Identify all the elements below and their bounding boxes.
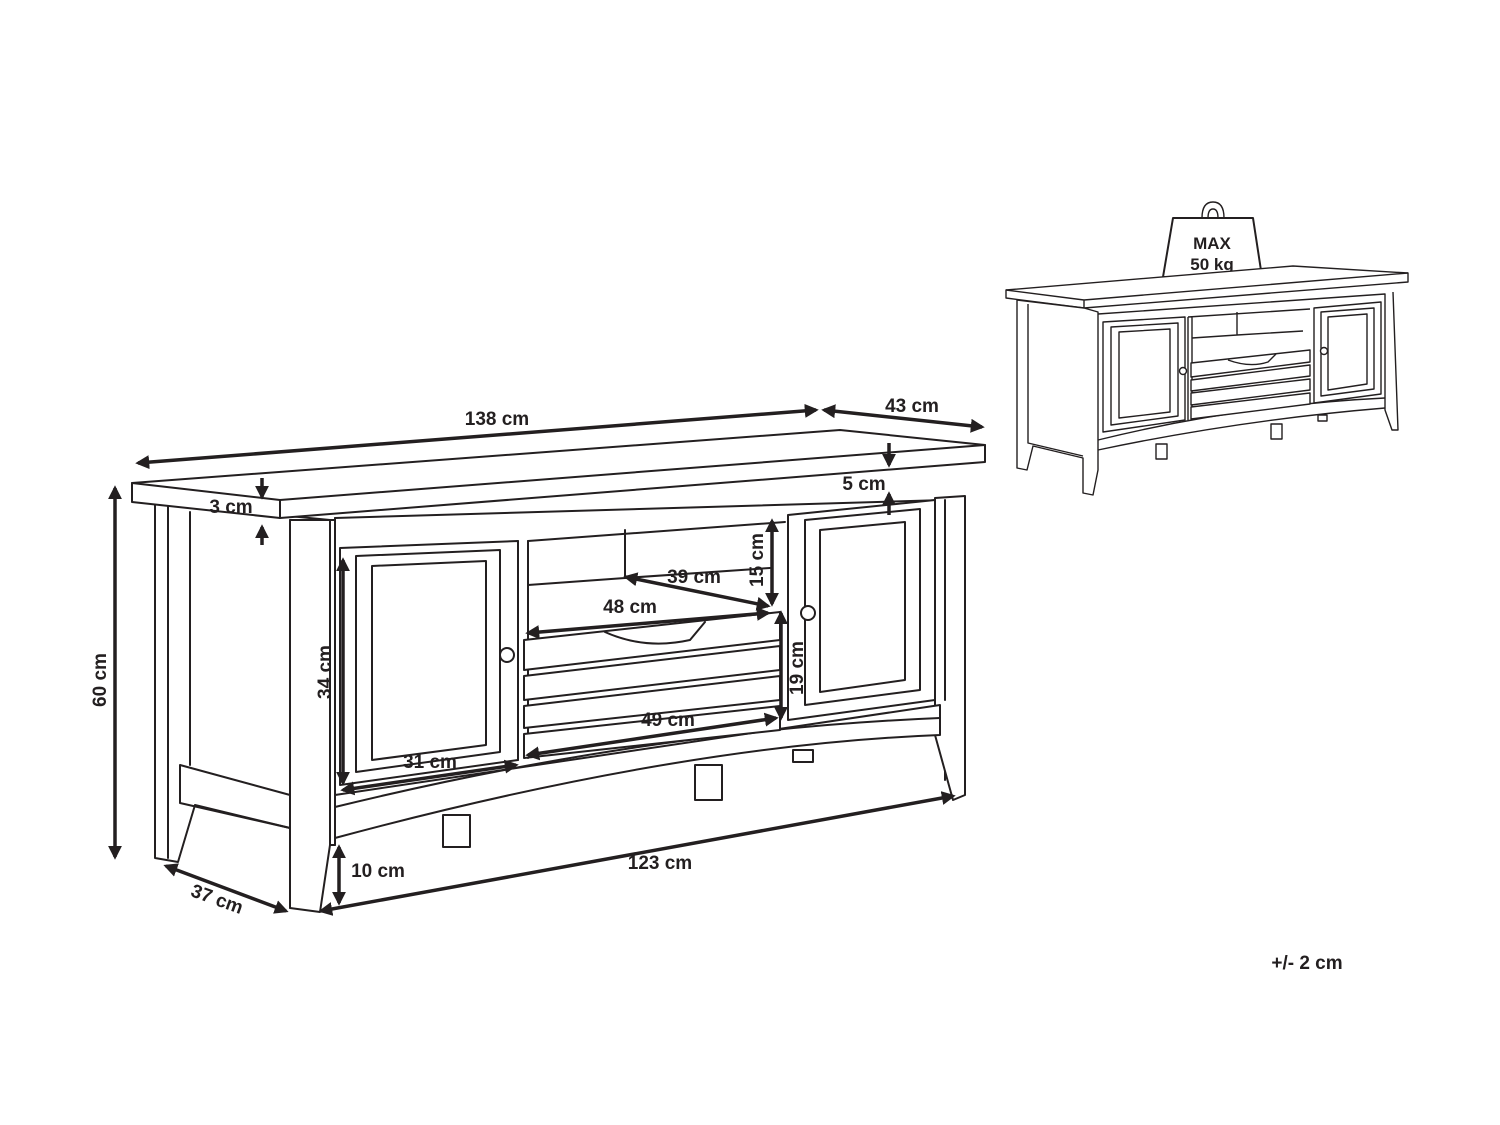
weight-label-value: 50 kg — [1190, 255, 1233, 274]
left-door — [339, 540, 519, 786]
label-height-total: 60 cm — [90, 653, 111, 707]
label-shelf-width: 48 cm — [603, 597, 657, 618]
label-width-total: 138 cm — [465, 409, 529, 430]
foot-front-left — [442, 814, 471, 848]
weight-icon: MAX 50 kg — [1162, 201, 1263, 278]
foot-front-center — [694, 764, 723, 801]
label-top-overhang: 5 cm — [842, 474, 885, 495]
label-top-thickness: 3 cm — [209, 497, 252, 518]
left-door-knob — [499, 647, 515, 663]
label-shelf-height: 15 cm — [747, 533, 768, 587]
front-right-stile — [934, 495, 966, 801]
cabinet-main-view — [131, 429, 986, 913]
arrow-depth-total — [821, 404, 985, 433]
weight-label-max: MAX — [1193, 234, 1231, 253]
arrow-door-width — [340, 759, 519, 796]
arrow-drawer-width — [525, 712, 779, 761]
label-shelf-depth: 39 cm — [667, 567, 721, 588]
label-drawer-height: 19 cm — [787, 641, 808, 695]
label-drawer-width: 49 cm — [641, 710, 695, 731]
cabinet-weight-view: MAX 50 kg — [1005, 201, 1409, 496]
front-left-stile — [289, 517, 336, 909]
arrow-depth-base — [163, 863, 289, 914]
arrow-shelf-depth — [623, 572, 771, 611]
dimension-labels: 138 cm 43 cm 3 cm 5 cm 60 cm 34 cm 15 cm… — [90, 396, 939, 919]
label-door-height: 34 cm — [315, 645, 336, 699]
label-door-width: 31 cm — [403, 752, 457, 773]
dimension-lines — [108, 403, 985, 916]
foot-rear — [792, 749, 814, 763]
right-door-knob — [800, 605, 816, 621]
arrow-width-base — [318, 791, 956, 916]
label-depth-total: 43 cm — [885, 396, 939, 417]
label-leg-height: 10 cm — [351, 861, 405, 882]
left-side-panel — [154, 502, 331, 913]
tolerance-note: +/- 2 cm — [1271, 953, 1342, 974]
label-width-base: 123 cm — [628, 853, 692, 874]
arrow-shelf-width — [525, 606, 771, 640]
arrow-width-total — [135, 403, 819, 470]
